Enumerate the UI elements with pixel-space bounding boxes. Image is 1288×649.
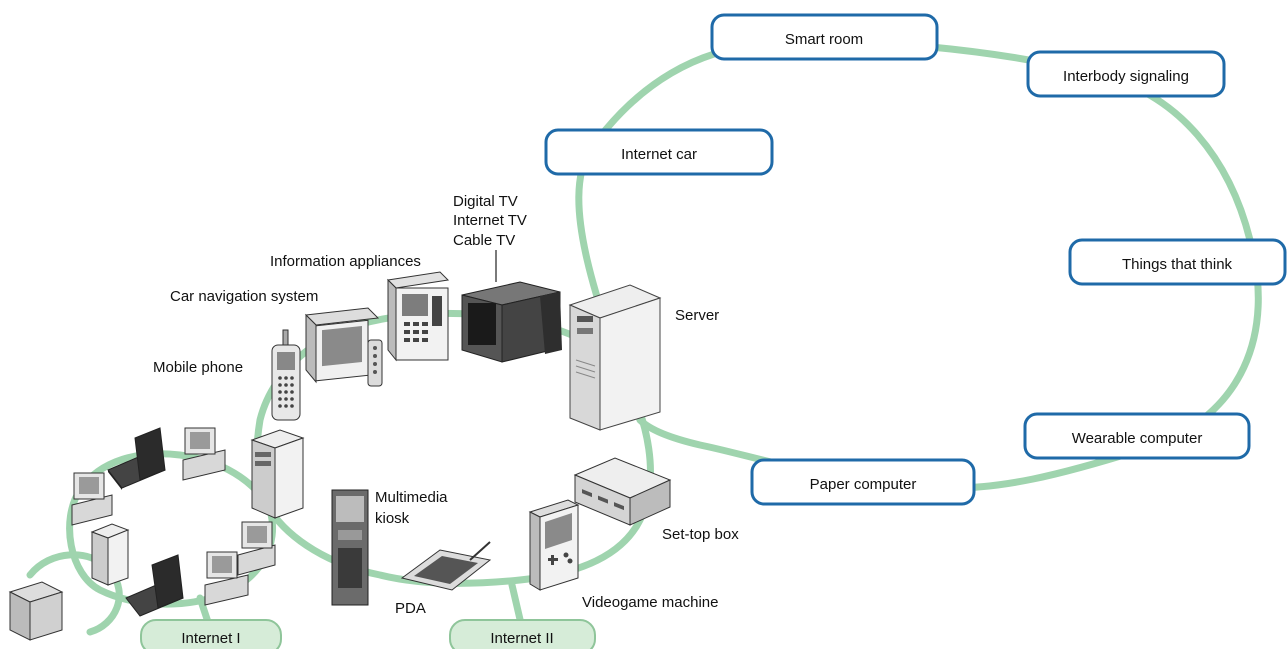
interbody-signaling-box: Interbody signaling <box>1026 50 1226 98</box>
videogame-icon <box>528 499 580 591</box>
kiosk-icon <box>331 489 369 606</box>
kiosk-label-1: Multimedia <box>375 489 448 506</box>
things-that-think-label: Things that think <box>1122 256 1233 273</box>
information-appliances-label: Information appliances <box>270 253 421 270</box>
information-appliance-icon <box>386 271 450 362</box>
tower-pc-icon <box>250 429 305 519</box>
desktop-pc-icon <box>71 472 113 526</box>
internet-car-box: Internet car <box>544 128 774 176</box>
device-labels: Digital TV Internet TV Cable TV Informat… <box>153 193 739 617</box>
server-icon <box>568 284 662 431</box>
tv-icon <box>461 281 562 363</box>
smart-room-label: Smart room <box>785 31 863 48</box>
desktop-pc-icon <box>237 521 276 576</box>
paper-computer-box: Paper computer <box>750 458 976 506</box>
desktop-pc-icon <box>182 427 226 481</box>
interbody-signaling-label: Interbody signaling <box>1063 68 1189 85</box>
mobile-phone-label: Mobile phone <box>153 359 243 376</box>
tv-label-internet: Internet TV <box>453 212 527 229</box>
internet-1-pill: Internet I <box>140 619 282 649</box>
car-navigation-icon <box>304 307 383 387</box>
wearable-computer-label: Wearable computer <box>1072 430 1203 447</box>
smart-room-box: Smart room <box>710 13 939 61</box>
tv-label-digital: Digital TV <box>453 193 518 210</box>
pda-icon <box>400 541 492 591</box>
set-top-box-label: Set-top box <box>662 526 739 543</box>
laptop-icon <box>125 554 184 617</box>
kiosk-label-2: kiosk <box>375 510 410 527</box>
wearable-computer-box: Wearable computer <box>1023 412 1251 460</box>
things-that-think-box: Things that think <box>1068 238 1287 286</box>
desktop-pc-icon <box>204 551 249 606</box>
internet-car-label: Internet car <box>621 146 697 163</box>
videogame-label: Videogame machine <box>582 594 718 611</box>
internet-2-pill: Internet II <box>449 619 596 649</box>
paper-computer-label: Paper computer <box>810 476 917 493</box>
mobile-phone-icon <box>271 329 301 421</box>
pda-label: PDA <box>395 600 426 617</box>
tv-label-cable: Cable TV <box>453 232 515 249</box>
printer-icon <box>8 581 64 641</box>
tower-pc-icon <box>90 523 130 586</box>
set-top-box-icon <box>573 457 672 526</box>
internet-1-label: Internet I <box>181 630 240 647</box>
car-navigation-label: Car navigation system <box>170 288 318 305</box>
internet-2-label: Internet II <box>490 630 553 647</box>
laptop-icon <box>107 427 166 490</box>
server-label: Server <box>675 307 719 324</box>
